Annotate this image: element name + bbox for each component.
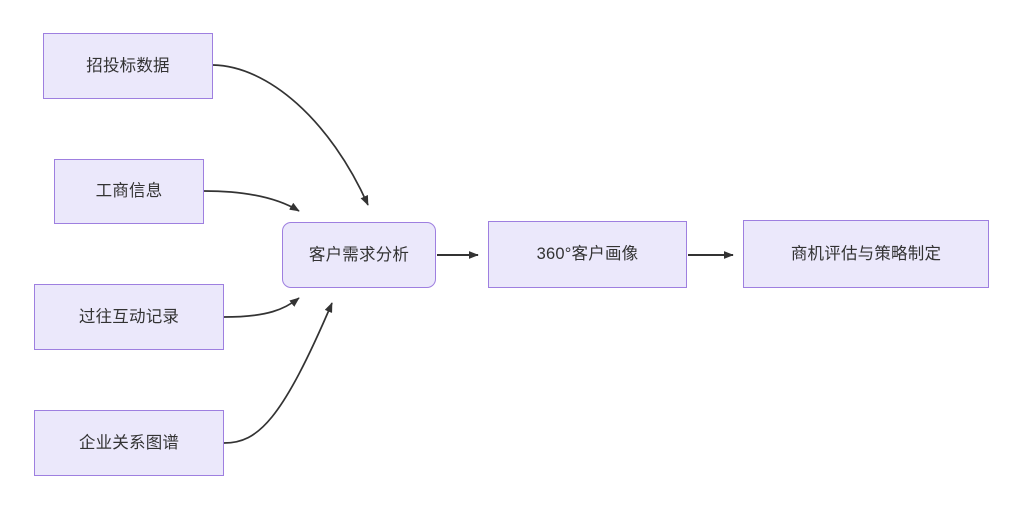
edge-graph-to-analysis: [223, 302, 333, 444]
node-label: 360°客户画像: [536, 245, 639, 264]
node-bidding-data[interactable]: 招投标数据: [43, 33, 213, 99]
node-label: 商机评估与策略制定: [790, 244, 942, 263]
node-customer-profile-360[interactable]: 360°客户画像: [488, 221, 687, 288]
node-opportunity-evaluation[interactable]: 商机评估与策略制定: [743, 220, 989, 288]
node-label: 工商信息: [95, 182, 163, 201]
node-label: 企业关系图谱: [78, 433, 180, 452]
node-enterprise-graph[interactable]: 企业关系图谱: [34, 410, 224, 476]
edge-interactions-to-analysis: [223, 297, 300, 318]
node-past-interactions[interactable]: 过往互动记录: [34, 284, 224, 350]
node-label: 客户需求分析: [308, 245, 410, 264]
node-label: 过往互动记录: [78, 307, 180, 326]
edge-business-to-analysis: [203, 190, 300, 212]
node-business-info[interactable]: 工商信息: [54, 159, 204, 224]
node-customer-demand-analysis[interactable]: 客户需求分析: [282, 222, 436, 288]
edge-bidding-to-analysis: [212, 64, 369, 206]
node-label: 招投标数据: [86, 56, 170, 75]
